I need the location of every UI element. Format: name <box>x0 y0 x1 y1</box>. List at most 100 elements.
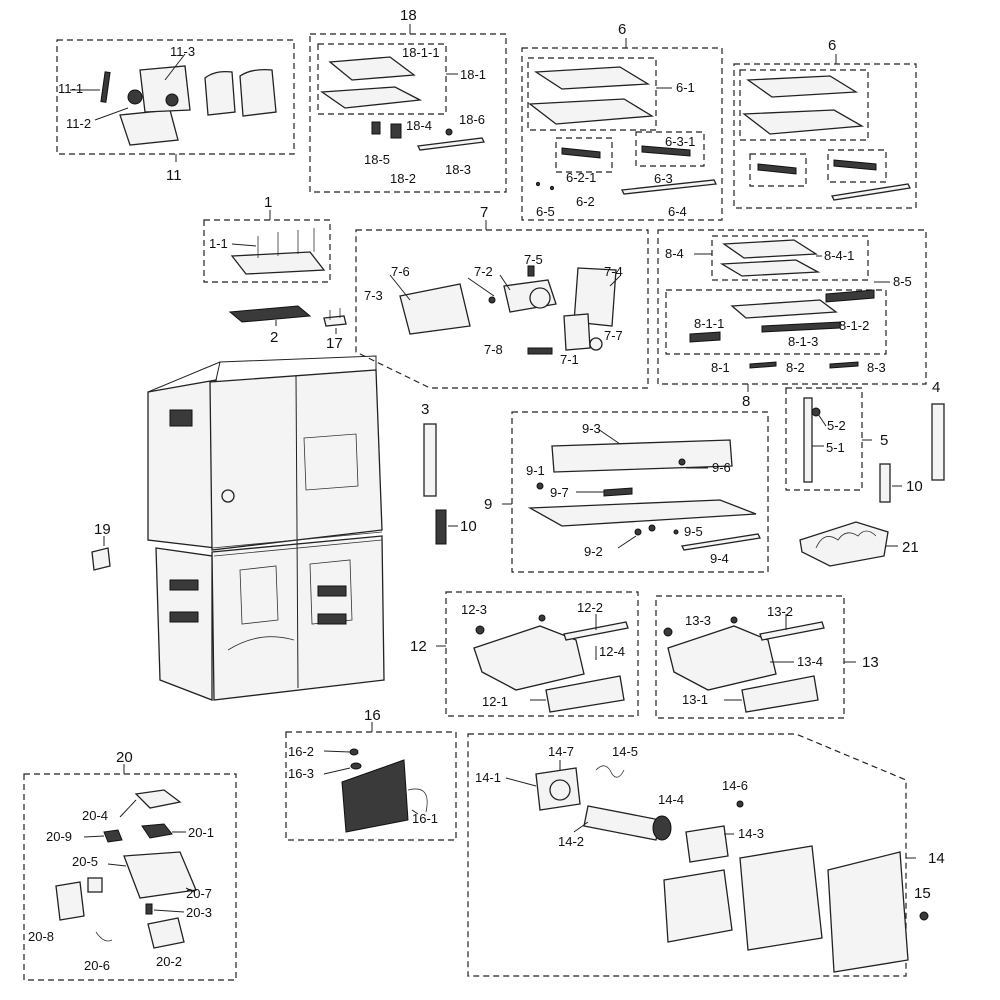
part-20-4 <box>134 789 182 809</box>
part-13-2 <box>759 621 825 641</box>
part-14-panel-b <box>739 845 823 951</box>
callout-8-4: 8-4 <box>665 246 684 261</box>
part-9-2 <box>634 528 642 536</box>
part-8-4-frame <box>719 259 821 277</box>
group-8-label: 8 <box>742 393 750 410</box>
callout-8-1-2: 8-1-2 <box>839 318 869 333</box>
part-12-bin <box>473 625 585 691</box>
cabinet-left-upper-side <box>147 379 217 549</box>
part-18-1-frame <box>320 86 423 109</box>
callout-18-3: 18-3 <box>445 162 471 177</box>
group-3: 3 <box>421 401 437 497</box>
callout-18-1: 18-1 <box>460 67 486 82</box>
group-21-label: 21 <box>902 539 919 556</box>
part-14-panel-c <box>827 851 909 973</box>
callout-5-2: 5-2 <box>827 418 846 433</box>
part-14-3 <box>685 825 729 863</box>
callout-7-6: 7-6 <box>391 264 410 279</box>
group-19-label: 19 <box>94 521 111 538</box>
callout-8-1-3: 8-1-3 <box>788 334 818 349</box>
group-6b-bracket-r-box <box>827 149 887 183</box>
callout-8-5: 8-5 <box>893 274 912 289</box>
callout-7-2: 7-2 <box>474 264 493 279</box>
group-9: 9 9-3 9-1 9-6 9-7 9-5 9-2 9-4 <box>484 411 769 573</box>
group-17: 17 <box>323 308 347 352</box>
callout-6-5: 6-5 <box>536 204 555 219</box>
group-2: 2 <box>228 305 312 346</box>
callout-9-3: 9-3 <box>582 421 601 436</box>
callout-6-3: 6-3 <box>654 171 673 186</box>
part-13-1-front <box>741 675 819 713</box>
callout-16-1: 16-1 <box>412 811 438 826</box>
callout-14-1: 14-1 <box>475 770 501 785</box>
group-8-1-box <box>665 289 887 355</box>
part-16-2 <box>349 748 359 756</box>
group-10a-label: 10 <box>460 518 477 535</box>
group-13-box <box>655 595 845 719</box>
part-12-2 <box>563 621 629 641</box>
part-4-rail <box>931 403 945 481</box>
group-16-label: 16 <box>364 707 381 724</box>
group-14-box <box>467 733 907 977</box>
group-6b-bracket-l-box <box>749 153 807 187</box>
callout-14-5: 14-5 <box>612 744 638 759</box>
part-9-7 <box>603 487 633 497</box>
group-15-label: 15 <box>914 885 931 902</box>
callout-12-3: 12-3 <box>461 602 487 617</box>
callout-14-2: 14-2 <box>558 834 584 849</box>
part-20-1 <box>141 823 173 839</box>
part-7-6 <box>488 296 496 304</box>
refrigerator-cabinet <box>147 355 385 701</box>
callout-14-6: 14-6 <box>722 778 748 793</box>
group-5: 5 5-2 5-1 <box>785 387 888 491</box>
callout-18-5: 18-5 <box>364 152 390 167</box>
callout-9-2: 9-2 <box>584 544 603 559</box>
part-9-3-glass <box>551 439 733 473</box>
group-20-label: 20 <box>116 749 133 766</box>
group-7: 7 7-6 7-2 7-5 7-4 7-3 7-7 7-8 7-1 <box>355 204 649 389</box>
part-18-5 <box>371 121 381 135</box>
group-12: 12 12-3 12-2 12-4 12-1 <box>410 591 639 717</box>
part-2-filter <box>228 305 312 323</box>
group-18-1-box <box>317 43 447 115</box>
part-11-3 <box>139 65 191 113</box>
callout-13-3: 13-3 <box>685 613 711 628</box>
part-7-8 <box>527 347 553 355</box>
part-7-4 <box>573 267 617 327</box>
group-16-box <box>285 731 457 841</box>
group-18: 18 18-1 18-1-1 18-4 18-6 18-5 18-2 18-3 <box>309 7 507 193</box>
group-13: 13 13-3 13-2 13-4 13-1 <box>655 595 879 719</box>
callout-6-1: 6-1 <box>676 80 695 95</box>
group-10b: 10 <box>879 463 923 503</box>
part-7-1 <box>589 337 603 351</box>
group-6b-label: 6 <box>828 37 836 54</box>
part-20-2-motor <box>147 917 185 949</box>
callout-6-3-1: 6-3-1 <box>665 134 695 149</box>
callout-20-1: 20-1 <box>188 825 214 840</box>
part-20-6 <box>95 931 113 942</box>
part-14-4 <box>652 815 672 841</box>
group-14: 14 14-1 14-7 14-5 14-4 14-6 14-3 14-2 15 <box>467 733 945 977</box>
part-14-panel-a <box>663 869 733 943</box>
callout-11-3: 11-3 <box>170 44 195 59</box>
callout-6-2: 6-2 <box>576 194 595 209</box>
callout-7-8: 7-8 <box>484 342 503 357</box>
part-6-4 <box>621 179 717 195</box>
part-12-3 <box>475 625 485 635</box>
callout-13-2: 13-2 <box>767 604 793 619</box>
part-18-1-1-glass <box>328 56 416 81</box>
part-6b-bracket-r <box>833 159 877 171</box>
part-8-1-shelf <box>730 299 838 319</box>
callout-7-4: 7-4 <box>604 264 623 279</box>
group-6-1-box <box>527 57 657 131</box>
part-13-bin <box>667 625 777 691</box>
callout-20-2: 20-2 <box>156 954 182 969</box>
part-6-glass <box>533 66 651 90</box>
part-16-3 <box>350 762 362 770</box>
group-7-box <box>355 229 649 389</box>
part-9-5 <box>673 529 679 535</box>
part-6b-rail <box>831 183 911 201</box>
part-16-evaporator <box>341 759 409 833</box>
group-11-box <box>56 39 295 155</box>
